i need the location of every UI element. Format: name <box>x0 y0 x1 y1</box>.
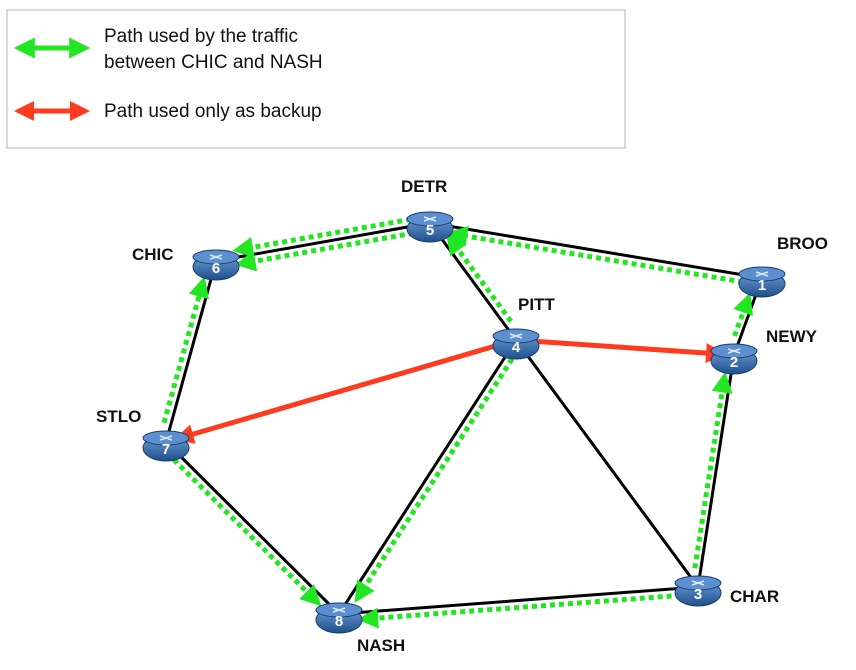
router-char-label: CHAR <box>730 587 779 606</box>
router-pitt[interactable]: 4 PITT <box>492 295 555 360</box>
router-chic[interactable]: 6 CHIC <box>132 245 240 281</box>
legend-primary-line-2: between CHIC and NASH <box>104 52 323 73</box>
router-nash[interactable]: 8 NASH <box>315 602 405 655</box>
primary-path-stlo-chic <box>161 276 210 424</box>
link-pitt-nash <box>337 339 518 615</box>
primary-path-char-newy <box>692 371 733 569</box>
link-detr-chic <box>215 221 431 263</box>
router-icon <box>332 607 346 613</box>
primary-path-newy-broo <box>732 292 753 337</box>
link-stlo-nash <box>164 440 341 616</box>
legend-box <box>6 9 626 149</box>
router-detr-label: DETR <box>401 177 447 196</box>
router-pitt-label: PITT <box>518 295 555 314</box>
router-stlo[interactable]: 7 STLO <box>96 407 190 462</box>
legend-primary-line-1: Path used by the traffic <box>104 26 298 47</box>
router-chic-number: 6 <box>212 260 220 277</box>
link-detr-broo <box>429 221 763 280</box>
legend-item-backup-path: Path used only as backup <box>14 101 322 122</box>
backup-paths-layer <box>173 337 727 444</box>
router-stlo-label: STLO <box>96 407 141 426</box>
router-detr-number: 5 <box>426 222 434 239</box>
link-char-nash <box>338 585 699 616</box>
link-detr-pitt <box>428 222 518 341</box>
router-char[interactable]: 3 CHAR <box>674 575 779 607</box>
link-pitt-char <box>514 339 700 588</box>
router-icon <box>209 254 223 260</box>
router-icon <box>423 216 437 222</box>
router-pitt-number: 4 <box>512 339 521 356</box>
router-newy-label: NEWY <box>766 327 818 346</box>
nodes-layer: 1 BROO 2 NEWY 3 CHAR 4 PITT <box>96 177 828 655</box>
router-char-number: 3 <box>694 586 702 603</box>
primary-path-detr-chic <box>234 230 414 272</box>
router-newy-number: 2 <box>730 354 738 371</box>
primary-path-detr-chic <box>232 216 412 258</box>
router-icon <box>755 271 769 277</box>
router-broo[interactable]: 1 BROO <box>738 234 828 298</box>
primary-path-stlo-nash <box>172 457 322 607</box>
link-newy-char <box>696 354 736 588</box>
backup-path-pitt-newy <box>515 337 727 364</box>
router-stlo-number: 7 <box>162 441 170 458</box>
primary-paths-layer <box>161 216 753 629</box>
primary-path-pitt-nash <box>354 357 515 603</box>
router-icon <box>727 348 741 354</box>
legend-backup-line-1: Path used only as backup <box>104 101 322 122</box>
backup-path-pitt-stlo <box>173 337 517 444</box>
router-detr[interactable]: 5 DETR <box>401 177 454 243</box>
router-nash-label: NASH <box>357 636 405 655</box>
legend: Path used by the traffic between CHIC an… <box>6 9 626 149</box>
router-broo-label: BROO <box>777 234 828 253</box>
router-nash-number: 8 <box>335 613 343 630</box>
router-newy[interactable]: 2 NEWY <box>710 327 818 375</box>
router-broo-number: 1 <box>758 277 766 294</box>
router-chic-label: CHIC <box>132 245 174 264</box>
router-icon <box>509 333 523 339</box>
legend-item-primary-path: Path used by the traffic between CHIC an… <box>13 26 323 73</box>
primary-path-pitt-detr <box>446 233 513 323</box>
router-icon <box>691 580 705 586</box>
link-chic-stlo <box>164 260 218 443</box>
router-icon <box>159 435 173 441</box>
primary-path-broo-detr <box>446 225 744 285</box>
